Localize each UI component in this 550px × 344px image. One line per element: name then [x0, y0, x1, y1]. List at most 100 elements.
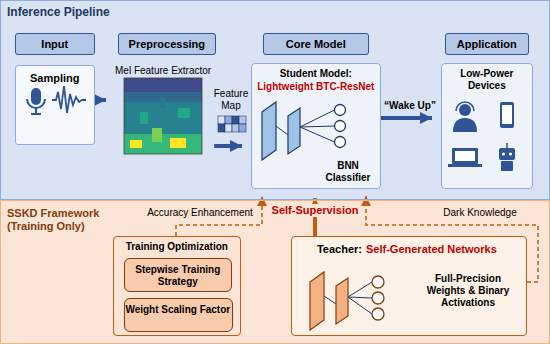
spectrogram [140, 112, 148, 124]
node-text: Preprocessing [119, 38, 215, 51]
node-text: Teacher: [312, 243, 362, 256]
neuron [335, 105, 346, 116]
spectrogram [178, 108, 190, 118]
robot-icon [506, 143, 508, 148]
person-icon [459, 104, 471, 116]
laptop-icon [455, 151, 475, 161]
node-text: BNN Classifier [318, 160, 378, 184]
network-link [348, 282, 372, 297]
method-box: Stepwise Training Strategy [124, 258, 232, 292]
neuron [372, 292, 384, 304]
box-fill [441, 63, 533, 189]
node-text: Input [16, 38, 94, 51]
node-text: Weight Scaling Factor [125, 304, 231, 316]
phone-icon [502, 105, 512, 124]
waveform-icon [52, 86, 86, 113]
method-box: Weight Scaling Factor [124, 298, 233, 332]
device-box: Low-Power Devices [441, 63, 533, 189]
robot-icon [501, 161, 513, 171]
node-text: Sampling [16, 72, 94, 85]
node-text: Inference Pipeline [7, 5, 207, 19]
network-link [300, 110, 335, 127]
mic-icon [27, 99, 45, 108]
spectrogram [152, 128, 162, 142]
neuron [372, 308, 384, 320]
box-fill [0, 200, 550, 344]
feature-grid [239, 116, 246, 124]
stage-header: Preprocessing [118, 33, 216, 55]
spectrogram [130, 140, 142, 148]
phone-icon [500, 102, 514, 128]
box-fill [124, 298, 233, 332]
robot-icon [509, 152, 512, 155]
box-fill [263, 33, 369, 55]
laptop-icon [448, 164, 482, 167]
node-text: Stepwise Training Strategy [125, 264, 231, 288]
box-fill [251, 63, 381, 189]
robot-icon [499, 148, 515, 160]
conv-layer [336, 278, 348, 324]
box-fill [445, 33, 529, 55]
connector [381, 116, 432, 120]
spectrogram [124, 134, 202, 154]
headset-icon [456, 102, 474, 111]
feature-grid [232, 116, 239, 124]
neuron [335, 121, 346, 132]
box-fill [113, 236, 241, 336]
node-text: Training Optimization [114, 241, 240, 253]
teacher-box: Teacher: Self-Generated NetworksFull-Prec… [291, 236, 527, 336]
network-link [324, 296, 336, 304]
network-link [348, 297, 372, 298]
network-link [300, 127, 335, 142]
conv-layer [310, 272, 324, 330]
node-text: SSKD Framework (Training Only) [7, 207, 111, 233]
node-text: Full-Precision Weights & Binary Activati… [416, 273, 520, 309]
person-icon [453, 118, 477, 132]
node-text: Self-Generated Networks [366, 243, 524, 256]
mic-icon [31, 113, 41, 115]
student-model-box: Student Model:Lightweight BTC-ResNetBNN … [251, 63, 381, 189]
box-fill [118, 33, 216, 55]
conv-layer [288, 108, 300, 154]
feature-grid [218, 124, 225, 132]
feature-grid [225, 124, 232, 132]
spectrogram [170, 138, 186, 148]
edge-label: Dark Knowledge [443, 207, 516, 219]
network-link [276, 126, 288, 135]
edge-label: Accuracy Enhancement [147, 207, 253, 219]
box-fill [124, 258, 232, 292]
node-text: Core Model [264, 38, 368, 51]
feature-grid [239, 124, 246, 132]
box-fill [291, 236, 527, 336]
node-text: Mel Feature Extractor [115, 65, 211, 77]
feature-grid [232, 124, 239, 132]
stage-header: Input [15, 33, 95, 55]
pipeline-band: Inference PipelineInput Preprocessing Core… [0, 0, 550, 200]
connector [95, 98, 106, 102]
neuron [372, 276, 384, 288]
mic-icon [31, 88, 41, 105]
spectrogram [160, 98, 166, 108]
neuron [335, 137, 346, 148]
node-text: Low-Power Devices [442, 68, 532, 92]
connector [214, 144, 242, 148]
stage-header: Core Model [263, 33, 369, 55]
box-fill [15, 65, 95, 145]
spectrogram-frame [124, 78, 202, 154]
network-link [300, 126, 335, 127]
edge-label: Feature Map [213, 88, 249, 112]
feature-grid [218, 116, 225, 124]
robot-icon [502, 152, 505, 155]
connector [366, 196, 538, 282]
spectrogram [124, 78, 202, 154]
node-text: Lightweight BTC-ResNet [252, 81, 380, 93]
node-text: Application [446, 38, 528, 51]
box-fill [15, 33, 95, 55]
box-fill [0, 0, 550, 200]
stage-header: Application [445, 33, 529, 55]
optimization-box: Training OptimizationStepwise Training S… [113, 236, 241, 336]
conv-layer [262, 102, 276, 160]
laptop-icon [452, 148, 478, 164]
input-box: Sampling [15, 65, 95, 145]
